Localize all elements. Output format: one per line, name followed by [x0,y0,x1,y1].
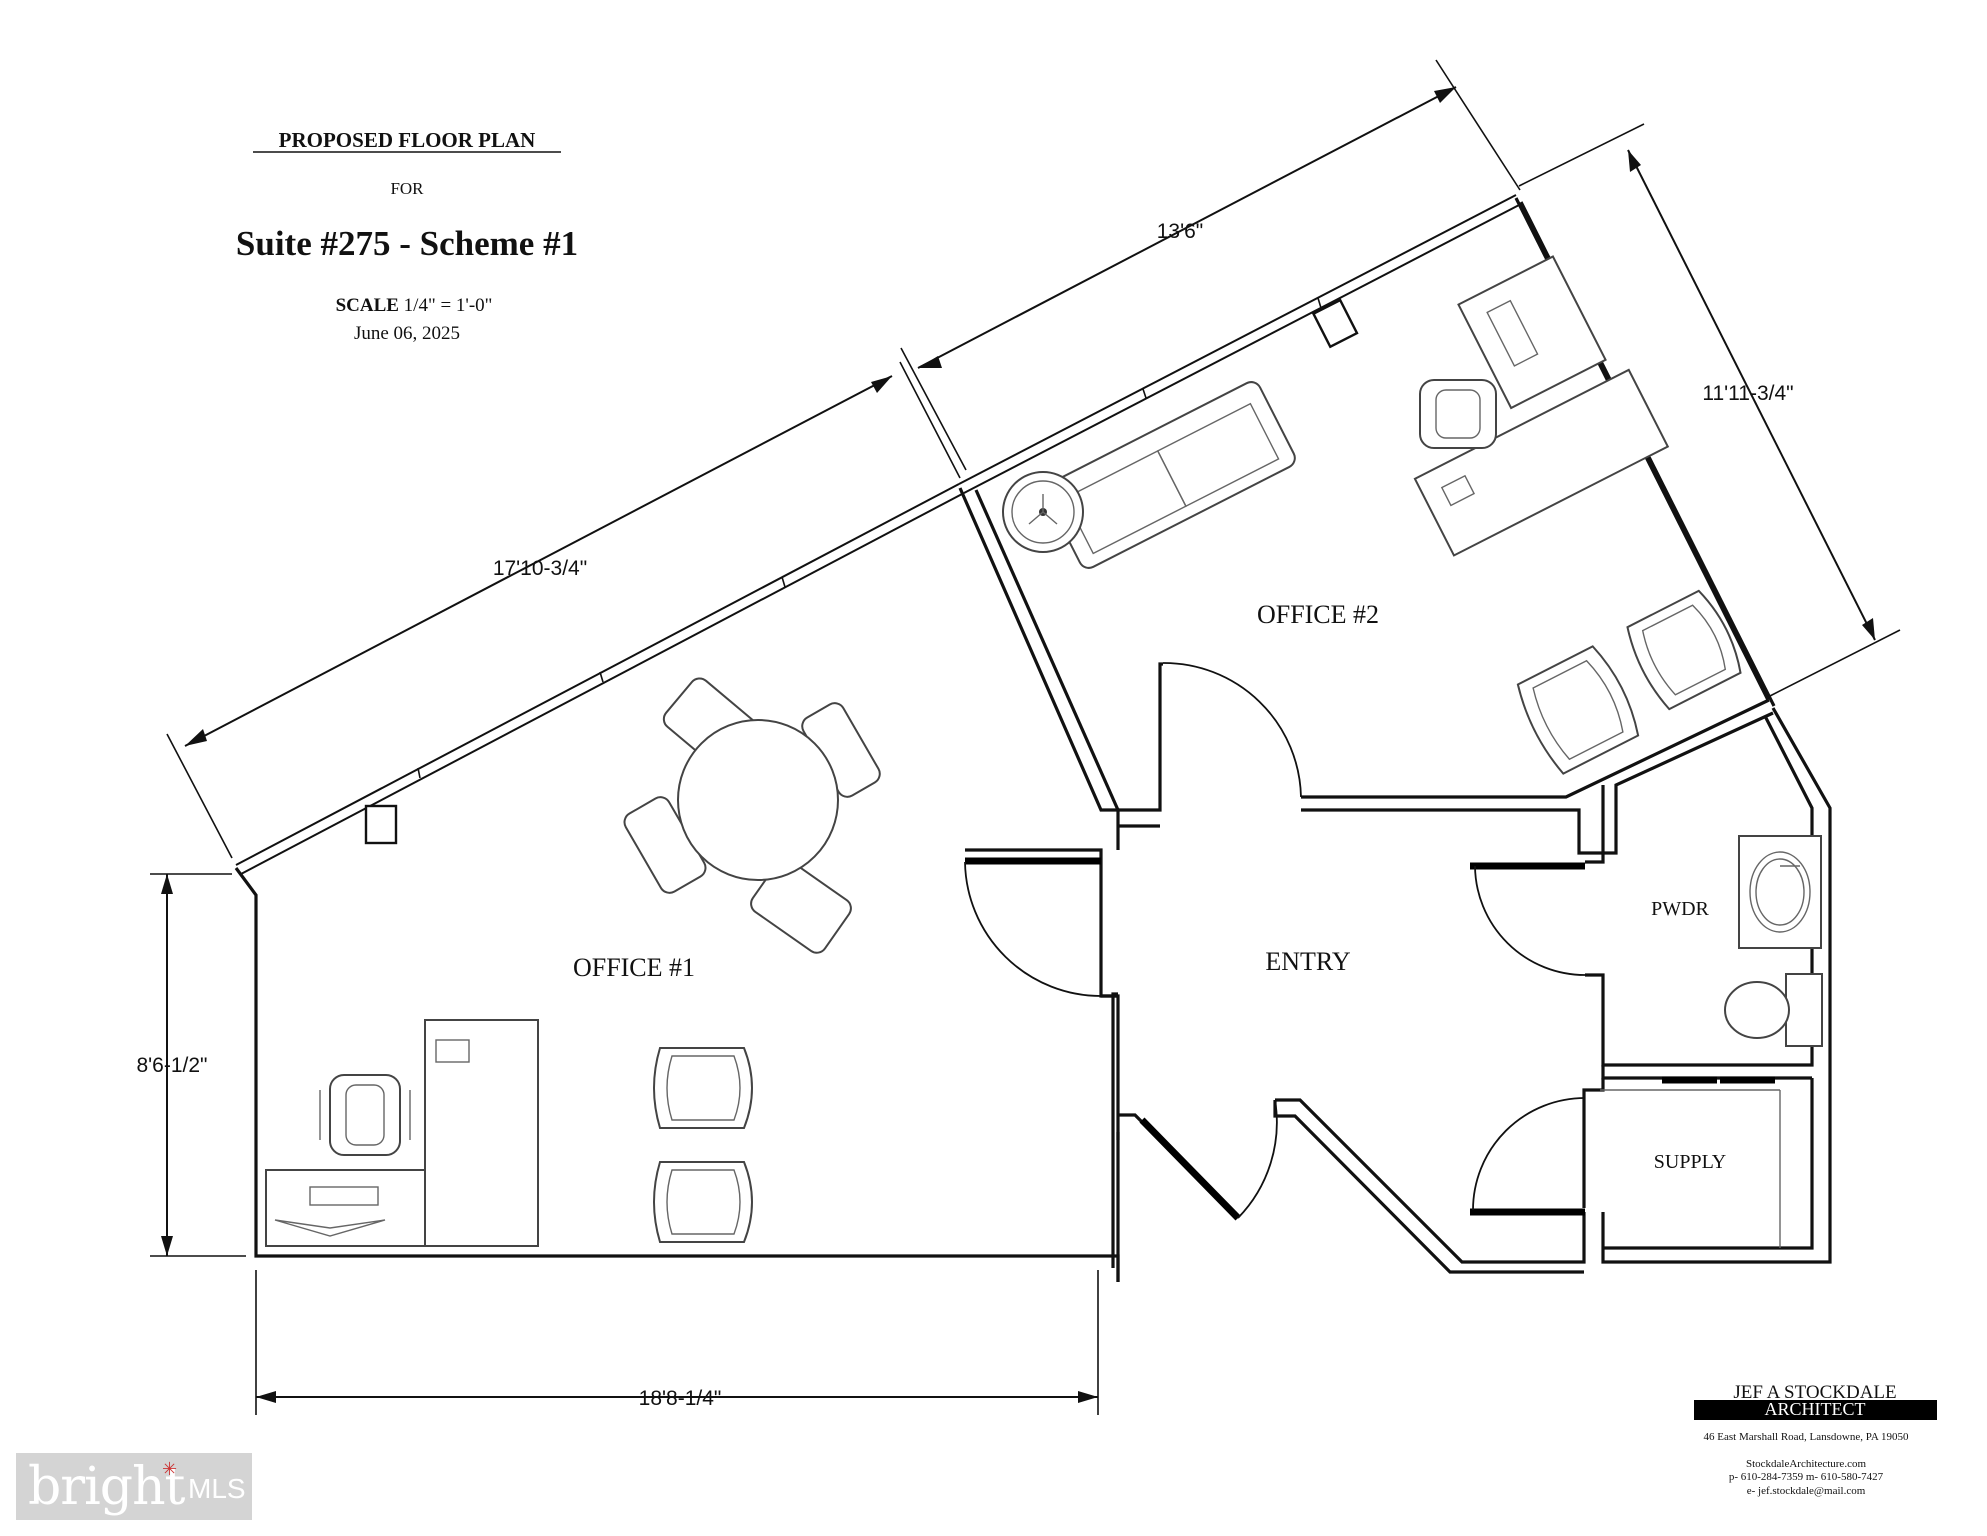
supply-shelving [1600,1089,1781,1248]
conference-table [623,677,881,954]
office1-furniture [265,677,881,1247]
task-chair-office2 [1419,379,1497,449]
plan-for-label: FOR [390,179,424,198]
room-label-supply: SUPPLY [1654,1151,1726,1173]
room-labels: OFFICE #1 OFFICE #2 ENTRY PWDR SUPPLY [573,600,1726,1173]
dimension-lines: 17'10-3/4" 13'6" 11'11-3/4" 8'6-1/2" 18'… [136,59,1901,1415]
architect-title: ARCHITECT [1765,1399,1866,1419]
toilet-tank [1785,973,1823,1047]
column-office2 [1311,298,1359,349]
pwdr-fixtures [1724,835,1823,1047]
room-label-entry: ENTRY [1265,947,1350,976]
architect-address: 46 East Marshall Road, Lansdowne, PA 190… [1704,1431,1909,1443]
side-table-lamp [1002,471,1084,553]
room-label-pwdr: PWDR [1651,898,1709,920]
guest-chair-office1-b [653,1161,753,1243]
dim-office1-bottom: 18'8-1/4" [639,1387,722,1410]
guest-chair-office2-a [1516,645,1640,775]
desk-return [424,1019,539,1247]
architect-phones: p- 610-284-7359 m- 610-580-7427 [1729,1471,1884,1483]
architect-bar [1694,1400,1937,1420]
architect-email: e- jef.stockdale@mail.com [1747,1485,1866,1497]
plan-title: PROPOSED FLOOR PLAN [279,128,536,152]
sink-icon [1749,851,1811,933]
logo-brand-text: bright [28,1457,185,1517]
column-office1 [364,804,398,845]
sink-vanity [1738,835,1822,949]
bright-mls-logo: bright ✳ MLS [16,1453,252,1520]
desk-office2 [1413,368,1670,557]
credenza-office2 [1457,255,1607,410]
guest-chair-office2-b [1626,589,1742,711]
guest-chair-office1-a [653,1047,753,1129]
desk-main [265,1169,426,1247]
sofa [1044,381,1296,569]
title-block: PROPOSED FLOOR PLAN FOR Suite #275 - Sch… [236,128,578,344]
scale-label: SCALE [336,295,399,316]
room-label-office1: OFFICE #1 [573,953,695,982]
plan-date: June 06, 2025 [354,323,460,344]
architect-stamp: JEF A STOCKDALE ARCHITECT 46 East Marsha… [1694,1382,1937,1497]
logo-star-icon: ✳ [162,1459,178,1480]
dim-office2-top: 13'6" [1157,220,1204,243]
logo-mls-text: MLS [188,1473,246,1504]
door-swings [964,662,1586,1219]
scale-text: SCALE 1/4" = 1'-0" [336,295,493,316]
window-wall [235,194,1522,875]
scale-value: 1/4" = 1'-0" [404,295,493,316]
suite-title: Suite #275 - Scheme #1 [236,224,578,263]
toilet-icon [1724,981,1790,1039]
architect-name: JEF A STOCKDALE [1733,1382,1896,1403]
office2-furniture [1002,255,1742,775]
architect-website: StockdaleArchitecture.com [1746,1458,1866,1470]
dim-office1-left: 8'6-1/2" [136,1054,207,1077]
room-label-office2: OFFICE #2 [1257,600,1379,629]
task-chair-office1 [319,1074,411,1156]
dim-office2-right: 11'11-3/4" [1702,382,1793,405]
dim-office1-top: 17'10-3/4" [493,557,587,580]
